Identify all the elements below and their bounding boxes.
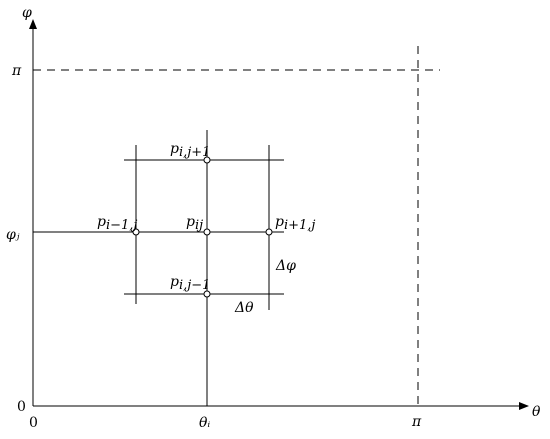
x-tick-pi: π bbox=[411, 414, 422, 430]
node-bottom-label: pi,j−1 bbox=[170, 274, 210, 293]
y-tick-pi: π bbox=[11, 63, 22, 79]
x-tick-theta-i: θᵢ bbox=[199, 415, 210, 431]
node-bottom bbox=[203, 290, 211, 298]
node-right bbox=[265, 228, 273, 236]
node-top bbox=[203, 156, 211, 164]
node-left bbox=[132, 228, 140, 236]
origin-x-label: 0 bbox=[29, 415, 38, 431]
node-top-label: pi,j+1 bbox=[170, 141, 210, 160]
node-left-label: pi−1,j bbox=[97, 214, 137, 233]
delta-phi-label: Δφ bbox=[275, 258, 296, 274]
node-right-label: pi+1,j bbox=[275, 214, 315, 233]
node-center-label: pij bbox=[186, 214, 203, 233]
delta-theta-label: Δθ bbox=[234, 300, 254, 316]
x-axis-label: θ bbox=[532, 404, 541, 420]
origin-y-label: 0 bbox=[17, 399, 26, 415]
y-tick-phi-j: φⱼ bbox=[6, 227, 20, 243]
node-center bbox=[203, 228, 211, 236]
y-axis-label: φ bbox=[22, 5, 32, 21]
